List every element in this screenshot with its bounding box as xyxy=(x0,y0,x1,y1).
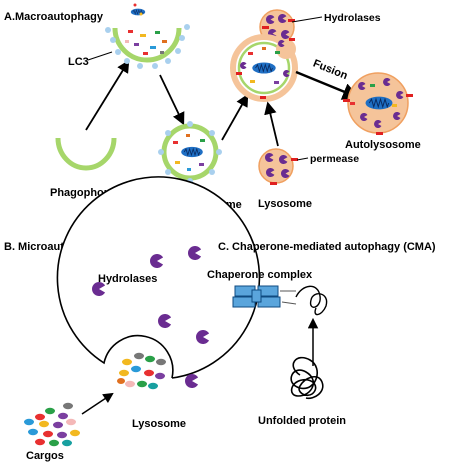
label-fusion: Fusion xyxy=(311,58,349,83)
arrow-phagophore-to-cup xyxy=(85,59,130,131)
fusing-vesicle xyxy=(230,34,298,102)
label-lc3: LC3 xyxy=(68,56,89,68)
arrow-cup-to-autophagosome xyxy=(159,74,185,126)
section-title-macroautophagy: A.Macroautophagy xyxy=(4,11,104,23)
free-cargos xyxy=(24,402,80,447)
unfolded-protein xyxy=(290,356,324,400)
lysosome-permease xyxy=(258,148,298,185)
arrow-cargos-to-lysosome xyxy=(81,392,114,415)
invaginated-cargo xyxy=(117,352,166,390)
label-unfolded-protein: Unfolded protein xyxy=(258,415,346,427)
label-chaperone-complex: Chaperone complex xyxy=(207,269,313,281)
label-cargos: Cargos xyxy=(26,450,64,462)
chaperone-complex xyxy=(232,285,297,308)
protein-translocating xyxy=(295,285,328,316)
arrow-lysosome-to-fusion xyxy=(264,101,279,147)
autophagosome xyxy=(158,121,222,184)
pointer-hydrolases-top xyxy=(291,16,323,23)
phagophore xyxy=(55,137,117,171)
label-lysosome-b: Lysosome xyxy=(132,418,186,430)
arrow-fusion xyxy=(295,70,361,100)
label-hydrolases-b: Hydrolases xyxy=(98,273,157,285)
label-lysosome-a: Lysosome xyxy=(258,198,312,210)
pointer-lc3 xyxy=(87,51,113,61)
autolysosome xyxy=(343,72,413,135)
pointer-permease xyxy=(296,157,309,161)
label-hydrolases-top: Hydrolases xyxy=(324,12,381,24)
label-permease: permease xyxy=(310,153,359,165)
label-autolysosome: Autolysosome xyxy=(345,139,421,151)
arrow-autophagosome-to-fusion xyxy=(221,93,249,141)
lysosome-large xyxy=(56,176,261,388)
section-title-cma: C. Chaperone-mediated autophagy (CMA) xyxy=(218,241,436,253)
forming-autophagosome xyxy=(105,3,190,69)
